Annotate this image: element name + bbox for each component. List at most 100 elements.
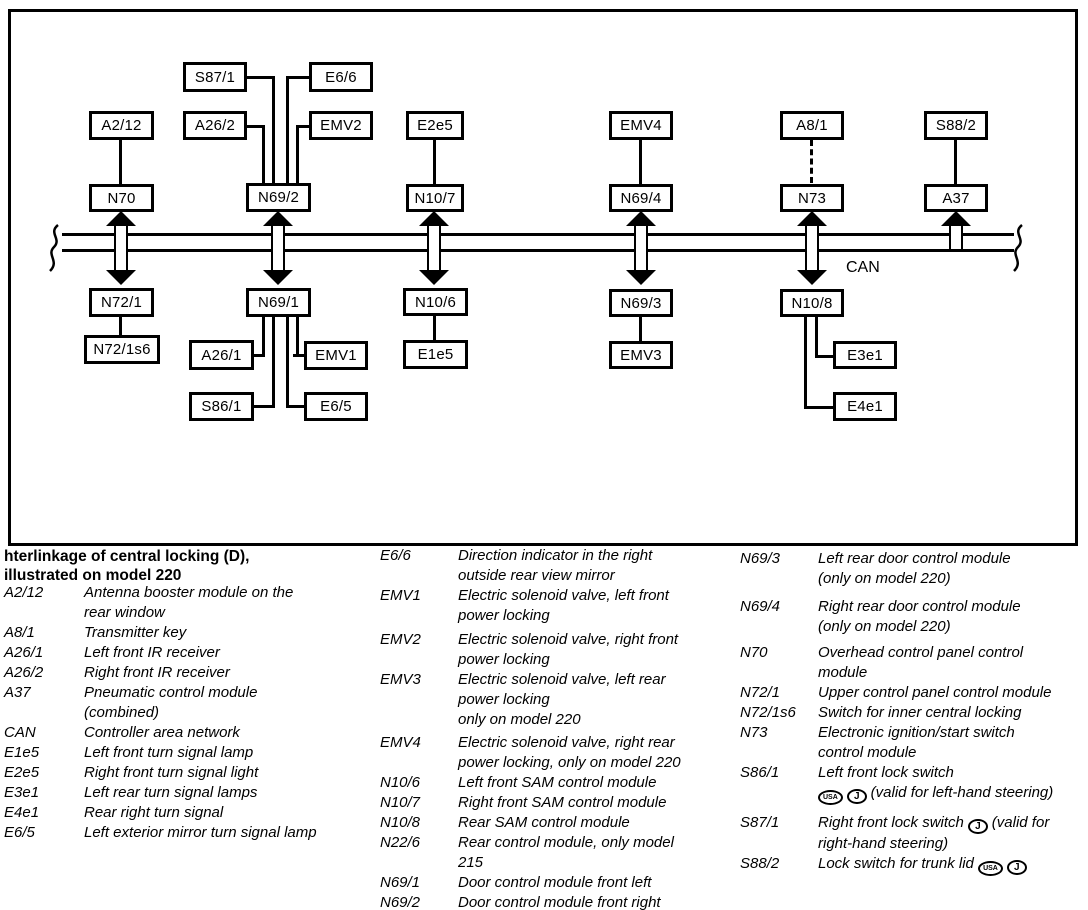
bus-break-right-icon: [1013, 224, 1023, 272]
legend-entry: N69/2 Door control module front right: [380, 893, 734, 910]
legend-term: N10/8: [380, 814, 421, 831]
connector-line: [639, 317, 642, 341]
connector-line: [119, 317, 122, 335]
node-emv4: EMV4: [609, 111, 673, 140]
legend-term: N10/7: [380, 794, 421, 811]
legend-term: E2e5: [4, 764, 40, 781]
node-s86-1: S86/1: [189, 392, 254, 421]
legend-term: N70: [740, 644, 768, 661]
legend-desc: Rear right turn signal: [84, 804, 224, 821]
legend-desc: Right front IR receiver: [84, 664, 230, 681]
diagram-frame: [8, 9, 1078, 546]
legend-term: EMV4: [380, 734, 421, 751]
legend-desc: Rear SAM control module: [458, 814, 630, 831]
connector-line: [262, 125, 265, 183]
can-bus-line-top: [62, 233, 1014, 236]
connector-line: [804, 317, 807, 409]
bus-arrow-down-icon: [263, 270, 293, 285]
legend-term: N69/4: [740, 598, 781, 615]
legend-entry: N10/7 Right front SAM control module: [380, 793, 734, 813]
legend-term: CAN: [4, 724, 36, 741]
node-emv2: EMV2: [309, 111, 373, 140]
connector-line: [254, 354, 265, 357]
node-emv1: EMV1: [304, 341, 368, 370]
node-e3e1: E3e1: [833, 341, 897, 369]
bus-arrow-down-icon: [797, 270, 827, 285]
legend-term: A37: [4, 684, 31, 701]
node-e4e1: E4e1: [833, 392, 897, 421]
node-a8-1: A8/1: [780, 111, 844, 140]
connector-line: [247, 125, 265, 128]
legend-term: EMV3: [380, 671, 421, 688]
legend-entry: A8/1 Transmitter key: [4, 623, 376, 643]
node-s87-1: S87/1: [183, 62, 247, 92]
node-s88-2: S88/2: [924, 111, 988, 140]
connector-line: [286, 76, 309, 79]
legend-desc: Transmitter key: [84, 624, 187, 641]
legend-term: N69/2: [380, 894, 421, 910]
legend-term: E4e1: [4, 804, 40, 821]
bus-arrow-up-icon: [797, 211, 827, 226]
bus-tap-shaft: [427, 226, 441, 270]
connector-line: [247, 76, 275, 79]
node-e1e5: E1e5: [403, 340, 468, 369]
legend-term: A26/1: [4, 644, 44, 661]
bus-arrow-down-icon: [626, 270, 656, 285]
node-n10-8: N10/8: [780, 289, 844, 317]
legend-desc: Right front SAM control module: [458, 794, 667, 811]
bus-arrow-down-icon: [419, 270, 449, 285]
connector-line-dashed: [810, 140, 813, 183]
connector-line: [954, 140, 957, 184]
legend-term: A8/1: [4, 624, 35, 641]
connector-line: [286, 317, 289, 408]
node-a26-2: A26/2: [183, 111, 247, 140]
bus-tap-shaft: [114, 226, 128, 270]
legend-desc: Left rear turn signal lamps: [84, 784, 258, 801]
bus-break-left-icon: [49, 224, 59, 272]
bus-arrow-up-icon: [263, 211, 293, 226]
legend-term: S88/2: [740, 855, 780, 872]
legend-desc: Door control module front right: [458, 894, 661, 910]
bus-tap-shaft: [271, 226, 285, 270]
legend-title-line1: hterlinkage of central locking (D),: [4, 548, 250, 565]
connector-line: [804, 406, 833, 409]
bus-arrow-up-icon: [419, 211, 449, 226]
connector-line: [433, 316, 436, 340]
connector-line: [296, 125, 309, 128]
node-n73: N73: [780, 184, 844, 212]
legend-term: S86/1: [740, 764, 780, 781]
usa-badge-icon: USA: [818, 790, 843, 805]
node-n72-1: N72/1: [89, 288, 154, 317]
bus-arrow-up-icon: [941, 211, 971, 226]
legend-term: N69/3: [740, 550, 781, 567]
node-e2e5: E2e5: [406, 111, 464, 140]
node-n69-2: N69/2: [246, 183, 311, 212]
legend-term: A2/12: [4, 584, 44, 601]
node-n72-1s6: N72/1s6: [84, 335, 160, 364]
node-n69-4: N69/4: [609, 184, 673, 212]
connector-line: [286, 405, 304, 408]
bus-arrow-up-icon: [626, 211, 656, 226]
legend-entry: N10/8 Rear SAM control module: [380, 813, 734, 833]
